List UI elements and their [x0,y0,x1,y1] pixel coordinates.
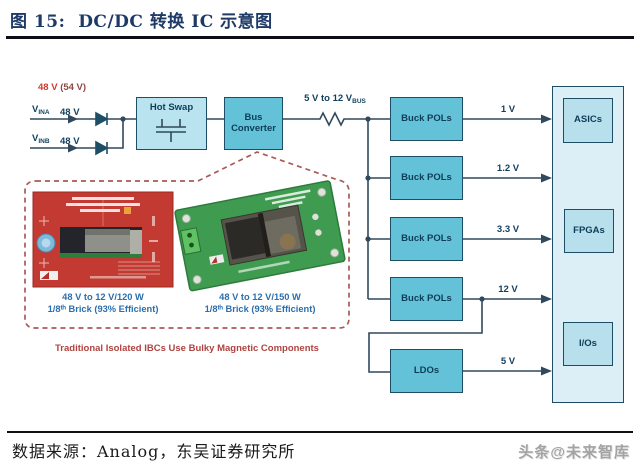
hot-swap-label: Hot Swap [149,102,194,113]
watermark: 头条@未来智库 [518,444,630,461]
input-rail-label: 48 V (54 V) [38,82,86,93]
buck-pol-label: Buck POLs [401,171,452,183]
wire-layer [30,111,550,373]
diode-icon-b [95,140,109,156]
buck-pol-label: Buck POLs [401,112,452,124]
vin-a-label: VINA [32,104,50,116]
buck-pol-label: Buck POLs [401,232,452,244]
board-1-caption-line1: 48 V to 12 V/120 W [62,292,144,302]
fpgas-label: FPGAs [573,224,605,236]
board-2-caption-line1: 48 V to 12 V/150 W [219,292,301,302]
asics-label: ASICs [574,114,602,126]
bus-converter-label: Bus Converter [231,111,276,134]
asics-block: ASICs [563,98,613,143]
output-voltage-1v: 1 V [500,104,516,115]
output-voltage-3v3: 3.3 V [496,224,520,235]
resistor-icon [316,111,346,127]
buck-pol-block-3: Buck POLs [390,217,463,261]
output-voltage-5v: 5 V [500,356,516,367]
inset-note: Traditional Isolated IBCs Use Bulky Magn… [55,343,319,354]
ldo-label: LDOs [413,364,440,376]
output-voltage-12v: 12 V [498,284,518,295]
vin-a-voltage: 48 V [60,107,80,118]
rail-voltage: 48 V [38,82,58,93]
buck-pol-block-1: Buck POLs [390,97,463,141]
rail-voltage-max: (54 V) [60,82,87,93]
vin-b-voltage: 48 V [60,136,80,147]
fpgas-block: FPGAs [564,209,614,253]
data-source: 数据来源：Analog，东吴证券研究所 [12,442,296,461]
ldo-block: LDOs [390,349,463,393]
figure-title: 图 15: DC/DC 转换 IC 示意图 [10,12,273,32]
bus-rail-label: 5 V to 12 VBUS [304,93,366,105]
red-demo-board-photo [32,191,174,288]
bus-converter-block: Bus Converter [224,97,283,150]
diode-icon-a [95,111,109,127]
title-divider [6,36,634,39]
hot-swap-block: Hot Swap [136,97,207,150]
buck-pol-block-2: Buck POLs [390,156,463,200]
board-2-caption-line2: 1/8ᵗʰ Brick (93% Efficient) [204,304,316,314]
footer-divider [7,431,633,433]
buck-pol-block-4: Buck POLs [390,277,463,321]
buck-pol-label: Buck POLs [401,292,452,304]
ios-label: I/Os [579,337,597,349]
vin-b-label: VINB [32,133,50,145]
arrowhead-icons [68,114,552,376]
board-1-caption-line2: 1/8ᵗʰ Brick (93% Efficient) [47,304,159,314]
output-voltage-1v2: 1.2 V [496,163,520,174]
green-demo-board-photo [174,180,346,292]
ios-block: I/Os [563,322,613,366]
